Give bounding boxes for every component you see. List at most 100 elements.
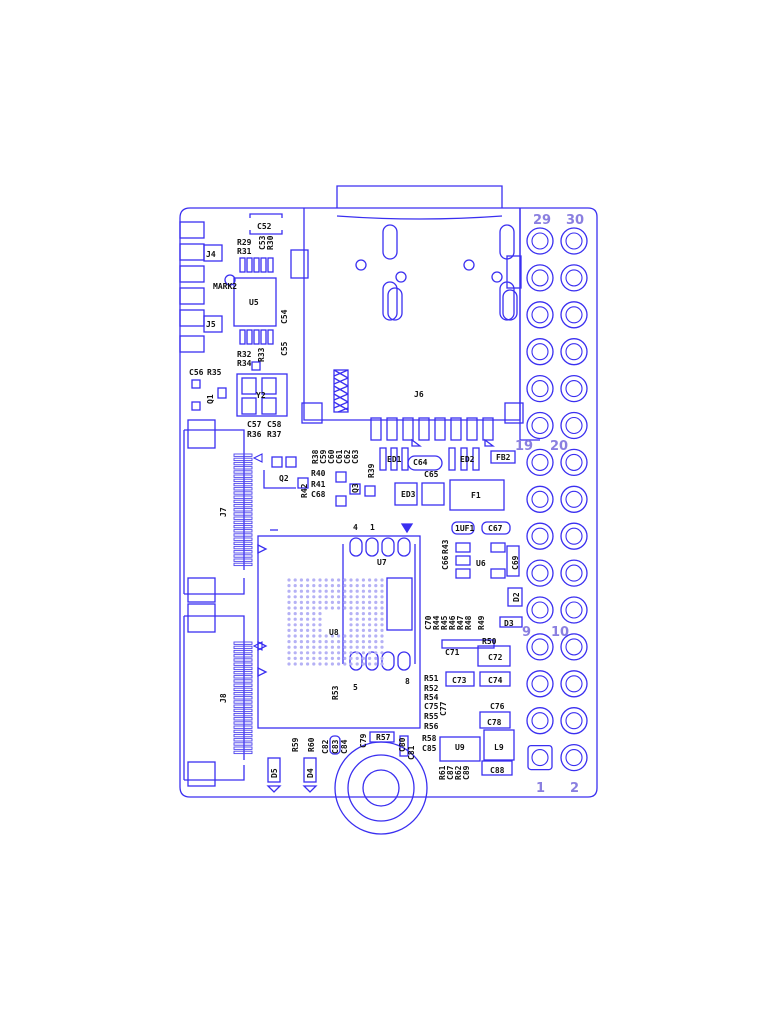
label-r50: R50 (482, 637, 497, 646)
label-c76: C76 (490, 702, 505, 711)
bga-ball (312, 617, 316, 621)
label-c70: C70 (424, 615, 433, 630)
header-pin (560, 264, 588, 292)
j8-pad (233, 666, 253, 671)
label-c78: C78 (487, 718, 502, 727)
bga-ball (355, 656, 359, 661)
bga-ball (312, 600, 316, 605)
label-j8: J8 (219, 693, 228, 703)
j7-pad (233, 529, 253, 533)
j8-pad (233, 683, 253, 687)
bga-ball (361, 600, 365, 605)
bga-ball (293, 606, 297, 610)
bga-ball (374, 589, 378, 593)
bga-ball (361, 651, 365, 655)
label-u5: U5 (249, 298, 259, 307)
bga-ball-grid (287, 578, 384, 666)
header-pin-hole (531, 527, 549, 545)
j8-pad (233, 662, 253, 666)
bga-ball (343, 640, 347, 644)
bga-ball (293, 584, 297, 588)
bga-ball (299, 628, 303, 633)
header-pin-hole (531, 232, 549, 250)
header-pin (526, 670, 554, 698)
header-pin (560, 301, 588, 329)
label-c60: C60 (327, 449, 336, 464)
bga-ball (318, 589, 322, 593)
header-pin (526, 448, 554, 477)
bga-ball (337, 578, 341, 582)
label-c87: C87 (446, 765, 455, 780)
header-pin (560, 707, 588, 735)
bga-ball (380, 578, 384, 582)
j6-contacts (370, 417, 494, 441)
bga-ball (355, 606, 359, 610)
label-c72: C72 (488, 653, 503, 662)
label-r35: R35 (207, 368, 222, 377)
header-pin-hole (531, 269, 549, 287)
pin-label-10: 10 (551, 625, 569, 640)
header-pin (560, 559, 588, 587)
label-r57: R57 (376, 733, 391, 742)
bga-ball (343, 662, 347, 666)
label-j5: J5 (206, 320, 216, 329)
label-r38: R38 (311, 449, 320, 464)
j8-pad (233, 729, 253, 734)
j7-pad (233, 478, 253, 483)
bga-ball (349, 645, 353, 649)
pin-label-1: 1 (536, 781, 545, 796)
label-ed1: ED1 (387, 455, 402, 464)
bga-ball (337, 634, 341, 638)
j8-pad (233, 733, 253, 738)
bga-ball (374, 584, 378, 588)
j8-pad (233, 721, 253, 725)
bga-ball (368, 640, 372, 644)
bga-ball (306, 656, 310, 661)
bga-ball (380, 656, 384, 661)
bga-ball (368, 595, 372, 599)
bga-ball (374, 595, 378, 599)
header-pin (526, 559, 554, 587)
label-u6: U6 (476, 559, 486, 568)
bga-ball (349, 662, 353, 666)
bga-ball (287, 645, 291, 649)
j7-pad (233, 474, 253, 478)
header-pin-hole (565, 232, 583, 250)
bga-ball (355, 617, 359, 621)
bga-ball (349, 600, 353, 605)
header-pin (526, 411, 554, 440)
bga-ball (312, 623, 316, 627)
j8-pad (233, 654, 253, 658)
label-c89: C89 (462, 765, 471, 780)
bga-ball (380, 600, 384, 605)
bga-ball (306, 617, 310, 621)
header-pin (560, 670, 588, 698)
bga-ball (368, 600, 372, 605)
label-l9: L9 (494, 743, 504, 752)
label-r39: R39 (367, 463, 376, 478)
bga-ball (343, 656, 347, 661)
bga-ball (312, 640, 316, 644)
u7-pin-1: 1 (370, 523, 375, 532)
bga-ball (343, 595, 347, 599)
header-pin-hole (565, 269, 583, 287)
bga-ball (380, 662, 384, 666)
bga-ball (355, 589, 359, 593)
label-c62: C62 (343, 449, 352, 464)
left-connector-tabs (179, 221, 223, 353)
j7-pad (233, 537, 253, 541)
label-d5: D5 (270, 768, 279, 778)
header-pin (526, 374, 554, 403)
label-r30: R30 (266, 235, 275, 250)
bga-ball (337, 662, 341, 666)
label-ed2: ED2 (460, 455, 475, 464)
bga-ball (368, 662, 372, 666)
label-r55: R55 (424, 712, 439, 721)
bga-ball (368, 617, 372, 621)
bga-ball (293, 600, 297, 605)
bga-ball (306, 600, 310, 605)
bga-ball (330, 600, 334, 605)
bga-ball (312, 634, 316, 638)
label-r47: R47 (456, 615, 465, 630)
header-pin (526, 596, 554, 624)
